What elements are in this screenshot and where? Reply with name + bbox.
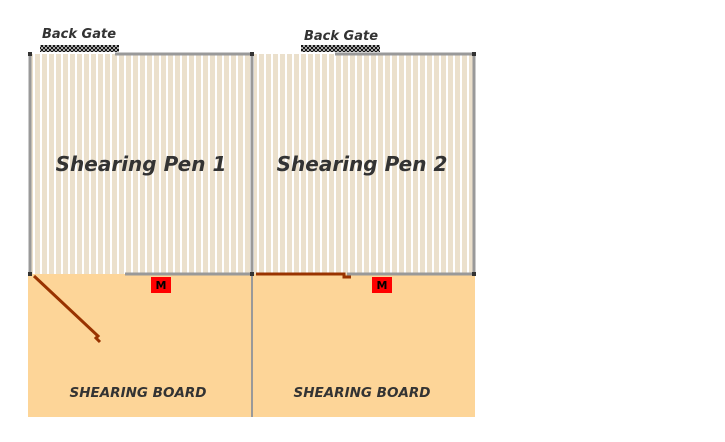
pen-1-floor xyxy=(31,54,251,274)
back-gate-1[interactable] xyxy=(40,45,119,52)
pen-1-title: Shearing Pen 1 xyxy=(56,152,227,176)
back-gate-2[interactable] xyxy=(301,45,380,52)
svg-text:M: M xyxy=(377,279,388,292)
let-out-gate-2[interactable] xyxy=(256,272,351,279)
back-gate-1-label: Back Gate xyxy=(42,27,116,42)
shearing-board-1-label: SHEARING BOARD xyxy=(69,385,206,401)
fences xyxy=(28,52,476,276)
back-gate-2-label: Back Gate xyxy=(304,29,378,44)
let-out-gate-1[interactable] xyxy=(32,274,102,344)
motor-marker-2: M xyxy=(372,277,392,293)
svg-text:M: M xyxy=(156,279,167,292)
pen-2-floor xyxy=(254,54,474,274)
fence-posts xyxy=(28,52,476,276)
shearing-board-2-label: SHEARING BOARD xyxy=(293,385,430,401)
motor-marker-1: M xyxy=(151,277,171,293)
pen-2-title: Shearing Pen 2 xyxy=(277,152,448,176)
